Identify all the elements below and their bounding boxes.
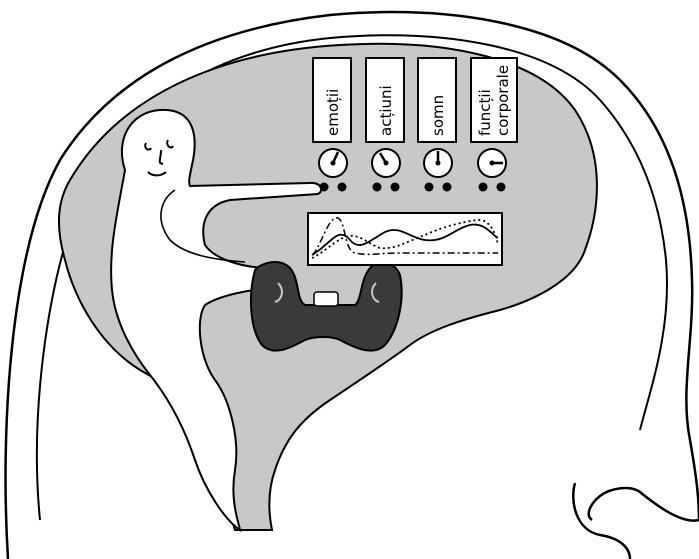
label-functii-line2: corporale (494, 65, 512, 136)
knob-emotii-left (320, 183, 329, 192)
dial-functii (478, 149, 506, 177)
label-box-actiuni: acțiuni (366, 58, 404, 142)
knob-actiuni-right (391, 183, 400, 192)
dial-emotii (319, 149, 347, 177)
label-functii-line1: funcții (476, 89, 494, 136)
label-somn: somn (429, 95, 447, 136)
dial-somn (424, 149, 452, 177)
label-box-functii: funcții corporale (471, 58, 517, 142)
knob-somn-left (425, 183, 434, 192)
knob-actiuni-left (373, 183, 382, 192)
label-emotii: emoții (324, 89, 342, 136)
knob-functii-right (497, 183, 506, 192)
knob-somn-right (443, 183, 452, 192)
label-box-somn: somn (418, 58, 456, 142)
monitor-panel (308, 213, 502, 265)
nose-outline (589, 488, 699, 521)
central-white-block (314, 292, 338, 306)
knob-functii-left (479, 183, 488, 192)
knob-emotii-right (338, 183, 347, 192)
label-box-emotii: emoții (313, 58, 351, 142)
dial-actiuni (372, 149, 400, 177)
label-actiuni: acțiuni (377, 85, 395, 136)
